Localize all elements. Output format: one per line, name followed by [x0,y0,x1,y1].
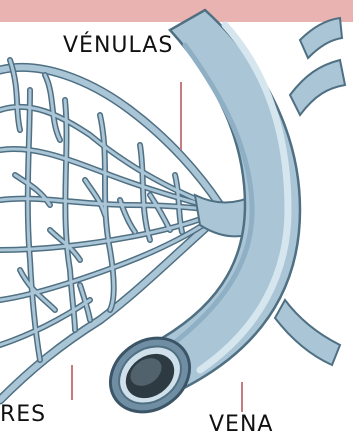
label-capilares: RES [0,402,46,427]
label-vena: VENA [209,412,273,437]
top-band [0,0,353,22]
label-venulas: VÉNULAS [63,33,173,58]
